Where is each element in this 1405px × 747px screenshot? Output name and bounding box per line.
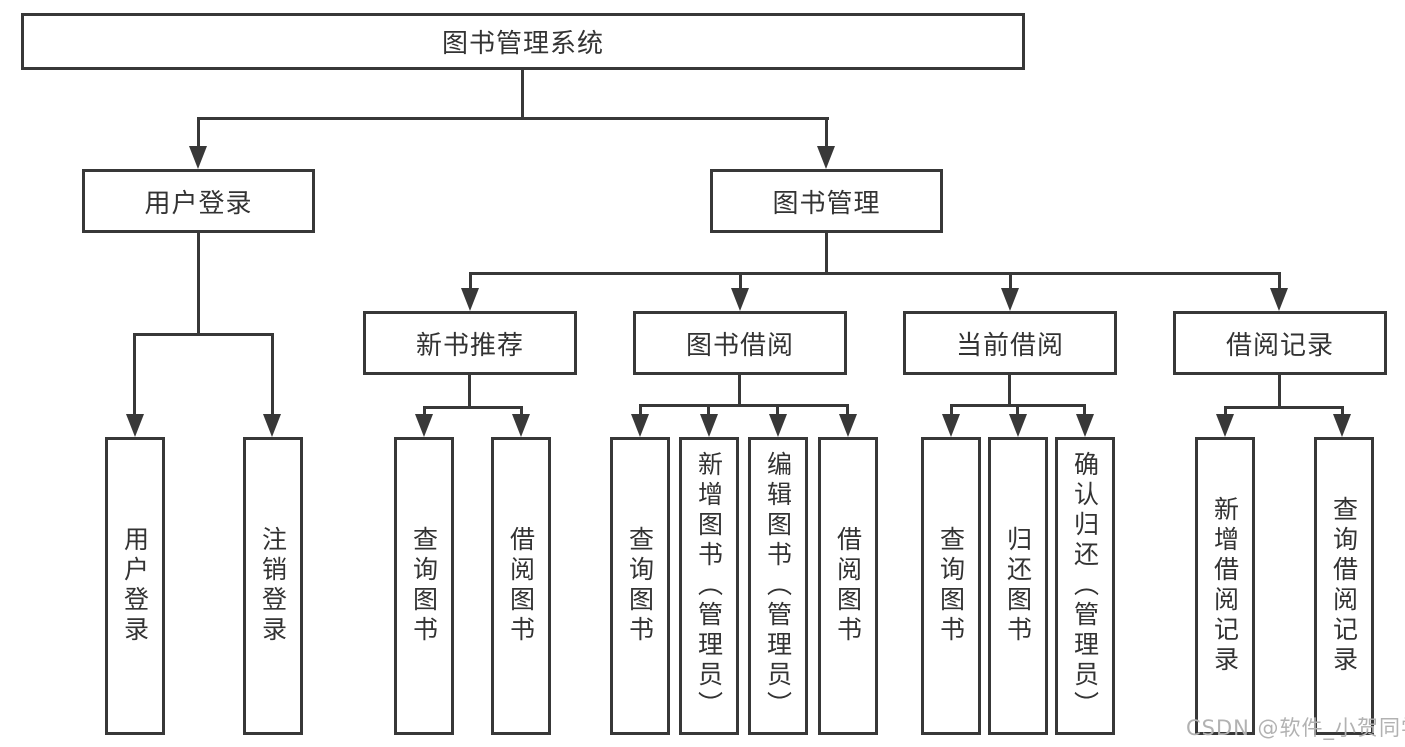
leaf-query-books-borrow: 查询图书	[610, 437, 670, 735]
connector-line	[639, 404, 849, 407]
arrow-down-icon	[189, 146, 207, 169]
connector-line	[707, 404, 710, 418]
leaf-query-borrow-record-label: 查询借阅记录	[1329, 496, 1359, 676]
leaf-query-borrow-record: 查询借阅记录	[1314, 437, 1374, 735]
arrow-down-icon	[415, 414, 433, 437]
node-book-management: 图书管理	[710, 169, 943, 233]
arrow-down-icon	[512, 414, 530, 437]
node-library-system: 图书管理系统	[21, 13, 1025, 70]
leaf-add-borrow-record-label: 新增借阅记录	[1210, 496, 1240, 676]
connector-line	[197, 233, 200, 335]
connector-line	[846, 404, 849, 418]
connector-line	[1341, 406, 1344, 418]
node-user-login: 用户登录	[82, 169, 315, 233]
arrow-down-icon	[1009, 414, 1027, 437]
node-current-borrow-label: 当前借阅	[955, 330, 1064, 361]
connector-line	[468, 375, 471, 408]
connector-line	[776, 404, 779, 418]
connector-line	[739, 272, 742, 289]
node-book-borrow-label: 图书借阅	[685, 330, 794, 361]
leaf-return-books-label: 归还图书	[1003, 526, 1033, 646]
connector-line	[133, 333, 136, 415]
arrow-down-icon	[839, 414, 857, 437]
arrow-down-icon	[1333, 414, 1351, 437]
arrow-down-icon	[700, 414, 718, 437]
connector-line	[1224, 406, 1227, 418]
node-new-book-recommend-label: 新书推荐	[415, 330, 524, 361]
node-user-login-label: 用户登录	[144, 188, 253, 219]
leaf-user-login: 用户登录	[105, 437, 165, 735]
arrow-down-icon	[942, 414, 960, 437]
connector-line	[469, 272, 472, 289]
leaf-user-login-label: 用户登录	[120, 526, 150, 646]
connector-line	[423, 406, 523, 409]
node-library-system-label: 图书管理系统	[441, 29, 604, 59]
leaf-query-books-recommend-label: 查询图书	[409, 526, 439, 646]
node-new-book-recommend: 新书推荐	[363, 311, 577, 375]
connector-line	[1278, 375, 1281, 408]
node-book-borrow: 图书借阅	[633, 311, 847, 375]
leaf-borrow-books: 借阅图书	[818, 437, 878, 735]
connector-line	[738, 375, 741, 406]
connector-line	[1224, 406, 1344, 409]
node-current-borrow: 当前借阅	[903, 311, 1117, 375]
connector-line	[197, 117, 829, 120]
leaf-logout: 注销登录	[243, 437, 303, 735]
connector-line	[521, 70, 524, 119]
connector-line	[197, 117, 200, 148]
connector-line	[1016, 404, 1019, 418]
leaf-borrow-books-recommend-label: 借阅图书	[506, 526, 536, 646]
connector-line	[1278, 272, 1281, 289]
leaf-add-books-admin-label: 新增图书（管理员）	[694, 451, 724, 721]
connector-line	[133, 333, 274, 336]
arrow-down-icon	[263, 414, 281, 437]
leaf-add-borrow-record: 新增借阅记录	[1195, 437, 1255, 735]
connector-line	[1009, 272, 1012, 289]
leaf-query-books-recommend: 查询图书	[394, 437, 454, 735]
connector-line	[950, 404, 953, 418]
leaf-borrow-books-label: 借阅图书	[833, 526, 863, 646]
node-borrow-records: 借阅记录	[1173, 311, 1387, 375]
leaf-confirm-return-admin: 确认归还（管理员）	[1055, 437, 1115, 735]
leaf-confirm-return-admin-label: 确认归还（管理员）	[1070, 451, 1100, 721]
connector-line	[423, 406, 426, 418]
leaf-logout-label: 注销登录	[258, 526, 288, 646]
node-borrow-records-label: 借阅记录	[1225, 330, 1334, 361]
arrow-down-icon	[126, 414, 144, 437]
connector-line	[825, 117, 828, 148]
connector-line	[520, 406, 523, 418]
arrow-down-icon	[1216, 414, 1234, 437]
connector-line	[469, 272, 1281, 275]
arrow-down-icon	[1076, 414, 1094, 437]
arrow-down-icon	[769, 414, 787, 437]
connector-line	[825, 233, 828, 274]
leaf-query-books-current-label: 查询图书	[936, 526, 966, 646]
leaf-add-books-admin: 新增图书（管理员）	[679, 437, 739, 735]
arrow-down-icon	[461, 288, 479, 311]
leaf-query-books-current: 查询图书	[921, 437, 981, 735]
connector-line	[639, 404, 642, 418]
arrow-down-icon	[817, 146, 835, 169]
arrow-down-icon	[631, 414, 649, 437]
arrow-down-icon	[1001, 288, 1019, 311]
arrow-down-icon	[1270, 288, 1288, 311]
watermark: CSDN @软件_小贺同学	[1186, 716, 1405, 740]
leaf-edit-books-admin: 编辑图书（管理员）	[748, 437, 808, 735]
connector-line	[1083, 404, 1086, 418]
connector-line	[271, 333, 274, 415]
leaf-edit-books-admin-label: 编辑图书（管理员）	[763, 451, 793, 721]
leaf-borrow-books-recommend: 借阅图书	[491, 437, 551, 735]
leaf-return-books: 归还图书	[988, 437, 1048, 735]
arrow-down-icon	[731, 288, 749, 311]
node-book-management-label: 图书管理	[772, 188, 881, 219]
connector-line	[1008, 375, 1011, 406]
leaf-query-books-borrow-label: 查询图书	[625, 526, 655, 646]
